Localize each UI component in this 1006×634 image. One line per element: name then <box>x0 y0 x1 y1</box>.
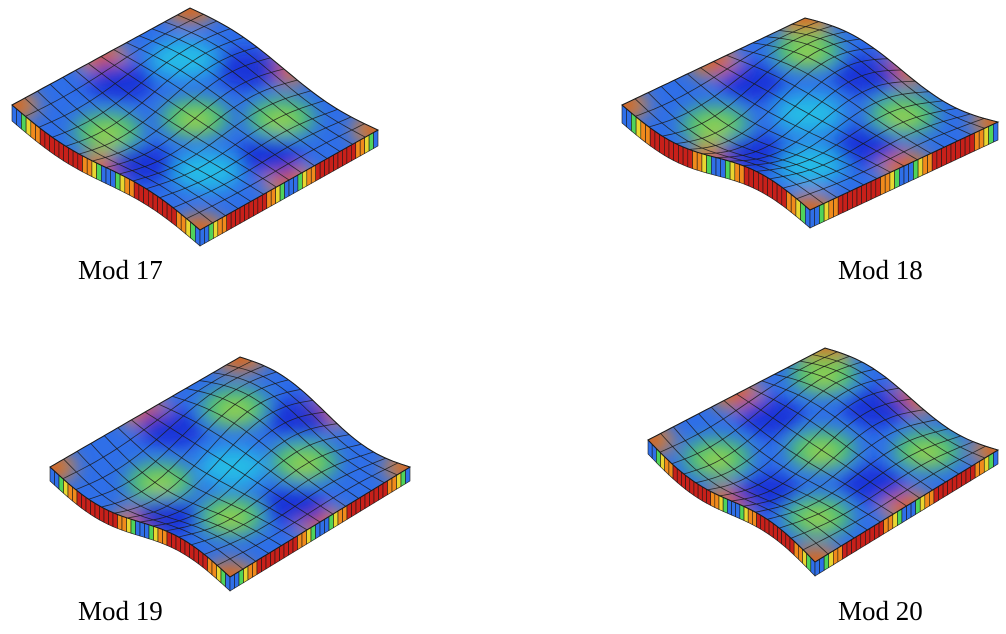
mode-20-caption: Mod 20 <box>838 596 923 626</box>
mode-19-plate <box>40 345 420 592</box>
plate-outline <box>49 356 412 578</box>
plate-surface-contour <box>622 18 998 210</box>
mode-19-surface <box>49 356 412 592</box>
mode-20-plate <box>640 340 1006 577</box>
plate-outline <box>647 347 1000 563</box>
mode-20-surface <box>647 347 1000 577</box>
plate-side-wall <box>49 466 411 592</box>
mode-19-caption: Mod 19 <box>78 596 163 626</box>
plate-outline <box>11 7 380 231</box>
mode-18-caption: Mod 18 <box>838 255 923 285</box>
mode-18-plate <box>610 0 1006 240</box>
plate-mesh-grid <box>647 347 999 563</box>
mode-17-surface <box>11 7 380 247</box>
mode-17-plate <box>0 0 400 247</box>
plate-side-wall <box>647 439 999 577</box>
mode-17-caption: Mod 17 <box>78 255 163 285</box>
mode-18-surface <box>621 17 1000 229</box>
plate-outline <box>621 17 1000 211</box>
